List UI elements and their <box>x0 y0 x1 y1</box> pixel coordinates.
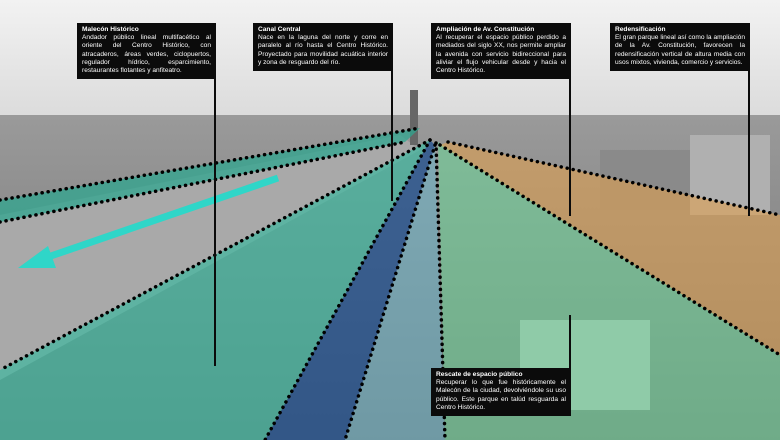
annotation-redensificacion: Redensificación El gran parque lineal as… <box>610 23 750 72</box>
annotation-title: Ampliación de Av. Constitución <box>436 26 535 33</box>
annotation-malecon-historico: Malecón Histórico Andador público lineal… <box>77 23 216 80</box>
avenida-zone <box>438 142 780 440</box>
annotation-body: Recuperar lo que fue históricamente el M… <box>436 379 566 411</box>
leader-line <box>569 315 571 370</box>
annotation-body: Nace en la laguna del norte y corre en p… <box>258 34 388 66</box>
tower <box>410 90 418 145</box>
road-zone <box>345 145 445 440</box>
annotation-title: Malecón Histórico <box>82 26 139 33</box>
river-flow-arrow <box>18 174 280 268</box>
annotation-body: Andador público lineal multifacético al … <box>82 34 211 75</box>
leader-line <box>748 66 750 216</box>
annotation-body: Al recuperar el espacio público perdido … <box>436 34 566 75</box>
annotation-title: Canal Central <box>258 26 301 33</box>
annotation-title: Rescate de espacio público <box>436 371 523 378</box>
annotation-ampliacion-av-constitucion: Ampliación de Av. Constitución Al recupe… <box>431 23 571 80</box>
annotation-title: Redensificación <box>615 26 666 33</box>
leader-line <box>214 66 216 366</box>
annotation-body: El gran parque lineal así como la amplia… <box>615 34 745 66</box>
annotation-canal-central: Canal Central Nace en la laguna del nort… <box>253 23 393 72</box>
annotation-rescate-espacio-publico: Rescate de espacio público Recuperar lo … <box>431 368 571 417</box>
leader-line <box>391 66 393 201</box>
malecon-strip-zone <box>0 128 420 222</box>
leader-line <box>569 66 571 216</box>
